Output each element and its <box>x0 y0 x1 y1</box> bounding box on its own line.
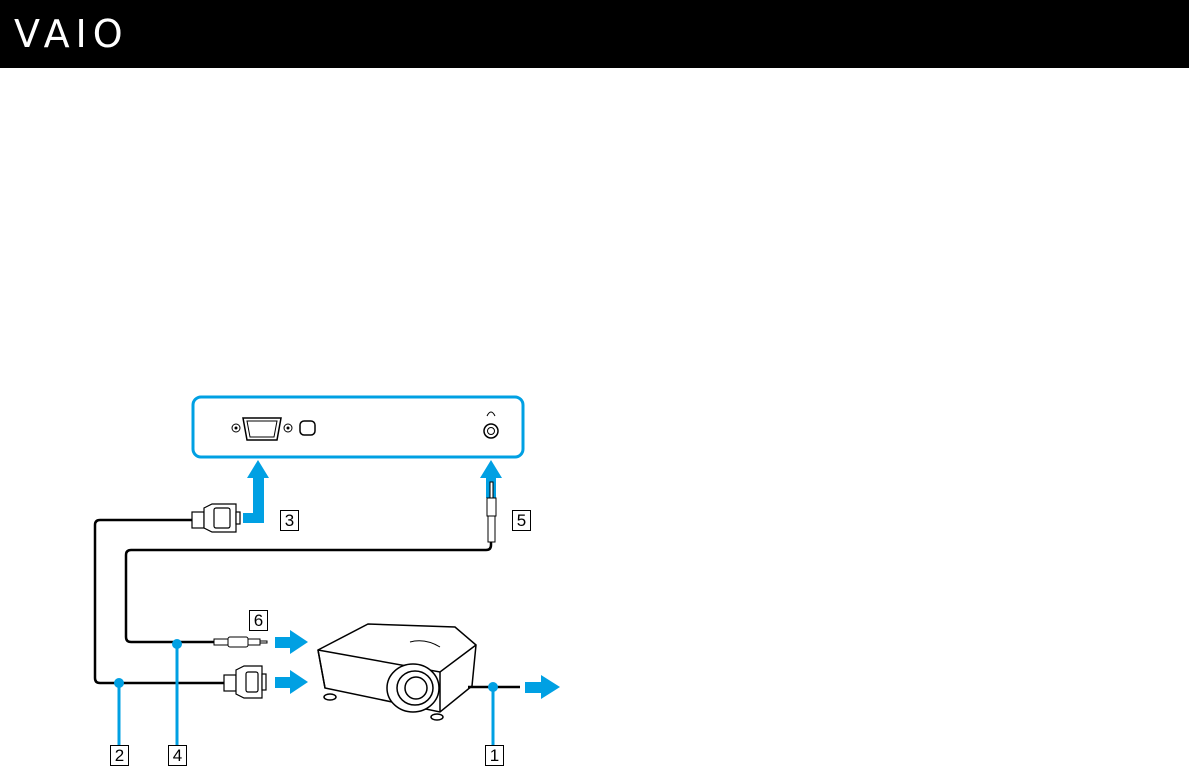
computer-port-panel <box>191 395 525 459</box>
projector-illustration <box>317 623 477 721</box>
arrow-to-projector-display <box>275 670 308 694</box>
callout-1: 1 <box>485 745 504 766</box>
vaio-logo: VAIO <box>14 12 129 56</box>
audio-plug-top <box>486 481 497 543</box>
page-header: VAIO <box>0 0 1189 68</box>
callout-2: 2 <box>110 745 129 766</box>
arrow-to-monitor-port <box>243 460 269 523</box>
display-cable-connector-bottom <box>223 665 267 699</box>
arrow-to-projector-audio <box>275 630 308 654</box>
monitor-port-icon <box>231 417 316 441</box>
audio-plug-bottom <box>213 636 268 648</box>
audio-cable <box>124 542 493 644</box>
display-cable-connector-top <box>191 503 241 533</box>
headphone-jack-icon <box>483 411 499 439</box>
callout-5: 5 <box>512 510 531 531</box>
callout-4: 4 <box>168 745 187 766</box>
callout-3: 3 <box>280 510 299 531</box>
display-cable <box>93 518 224 685</box>
callout-6: 6 <box>249 610 268 631</box>
arrow-to-power-outlet <box>525 675 560 699</box>
